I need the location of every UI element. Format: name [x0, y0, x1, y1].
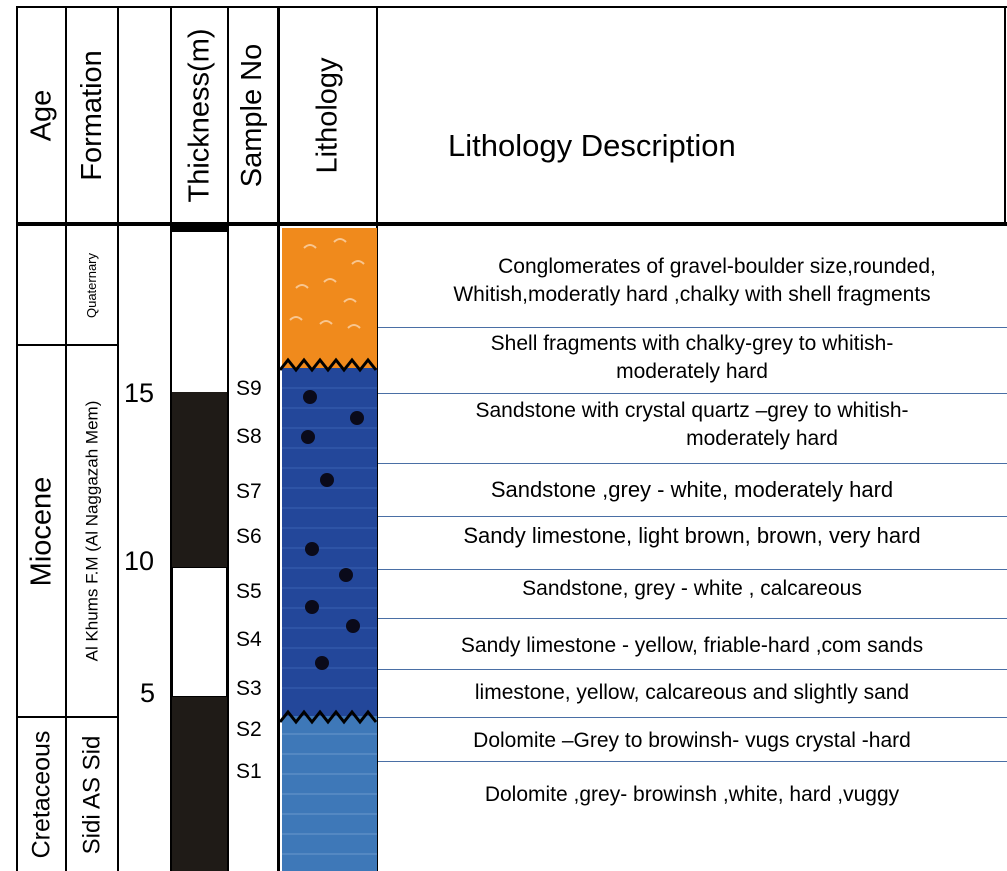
column-line [1004, 6, 1006, 226]
description-divider [378, 393, 1007, 394]
description-divider [378, 669, 1007, 670]
lithology-conglomerate [282, 228, 377, 368]
header-lithology-description: Lithology Description [448, 128, 736, 164]
thickness-bar-black-upper [172, 392, 227, 567]
unconformity-line [280, 356, 380, 376]
header-sample-no: Sample No [229, 8, 277, 222]
thickness-bar-white [172, 567, 227, 697]
description-conglomerate: Conglomerates of gravel-boulder size,rou… [377, 253, 1007, 309]
age-miocene: Miocene [18, 346, 65, 716]
sample-label: S7 [236, 480, 262, 504]
description-sandy-limestone-brown: Sandy limestone, light brown, brown, ver… [377, 522, 1007, 550]
formation-sidi-as-sid: Sidi AS Sid [67, 718, 117, 871]
sand-grain-dot [346, 619, 360, 633]
description-divider [378, 618, 1007, 619]
header-lithology: Lithology [280, 8, 376, 222]
sample-label: S6 [236, 525, 262, 549]
age-cretaceous: Cretaceous [18, 718, 65, 871]
description-divider [378, 463, 1007, 464]
sand-grain-dot [339, 568, 353, 582]
lithology-dolomite [282, 716, 377, 871]
sand-grain-dot [350, 411, 364, 425]
sample-label: S5 [236, 580, 262, 604]
description-limestone-yellow: limestone, yellow, calcareous and slight… [377, 679, 1007, 707]
description-divider [378, 761, 1007, 762]
description-divider [378, 569, 1007, 570]
sand-grain-dot [315, 656, 329, 670]
thickness-tick-15: 15 [124, 378, 154, 409]
sand-grain-dot [305, 600, 319, 614]
description-divider [378, 327, 1007, 328]
formation-quaternary: Quaternary [67, 226, 117, 344]
header-thickness: Thickness(m) [172, 8, 227, 222]
sample-label: S3 [236, 677, 262, 701]
description-shell-fragments: Shell fragments with chalky-grey to whit… [377, 330, 1007, 386]
sand-grain-dot [305, 542, 319, 556]
sample-label: S8 [236, 425, 262, 449]
top-border [16, 6, 1007, 8]
thickness-bar-top [172, 226, 227, 232]
sand-grain-dot [301, 430, 315, 444]
sand-grain-dot [303, 390, 317, 404]
description-dolomite-vugs: Dolomite –Grey to browinsh- vugs crystal… [377, 727, 1007, 755]
description-sandstone-calcareous: Sandstone, grey - white , calcareous [377, 575, 1007, 603]
header-divider [16, 222, 1007, 226]
formation-al-khums: Al Khums F.M (Al Naggazah Mem) [67, 346, 117, 716]
description-sandy-limestone-yellow: Sandy limestone - yellow, friable-hard ,… [377, 632, 1007, 660]
sample-label: S2 [236, 718, 262, 742]
sand-grain-dot [320, 473, 334, 487]
description-sandstone-quartz: Sandstone with crystal quartz –grey to w… [377, 397, 1007, 453]
sample-label: S9 [236, 377, 262, 401]
thickness-bar-black-lower [172, 697, 227, 871]
thickness-tick-5: 5 [140, 678, 155, 709]
header-formation: Formation [67, 8, 117, 222]
sample-label: S4 [236, 628, 262, 652]
unconformity-line [280, 708, 380, 728]
column-line [117, 6, 119, 871]
description-divider [378, 717, 1007, 718]
header-age: Age [18, 8, 65, 222]
sample-label: S1 [236, 760, 262, 784]
description-divider [378, 516, 1007, 517]
description-sandstone-grey: Sandstone ,grey - white, moderately hard [377, 476, 1007, 504]
description-dolomite-vuggy: Dolomite ,grey- browinsh ,white, hard ,v… [377, 781, 1007, 809]
thickness-tick-10: 10 [124, 546, 154, 577]
